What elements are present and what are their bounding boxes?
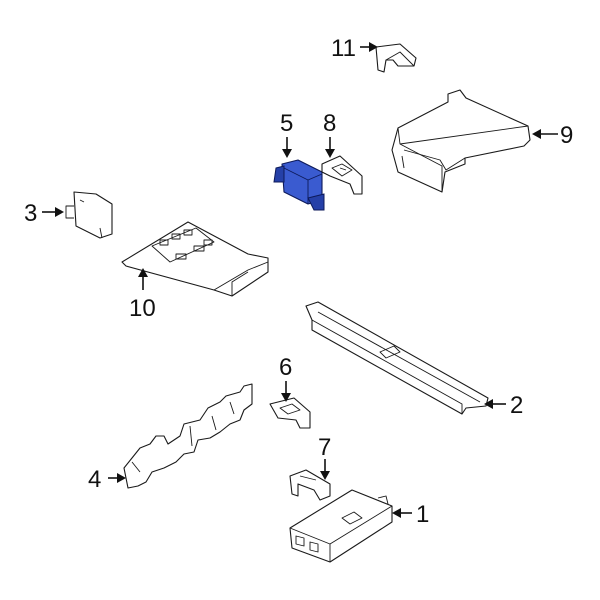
callout-1[interactable]: 1 xyxy=(416,501,429,528)
leader-lines xyxy=(42,42,558,518)
part-10[interactable] xyxy=(121,221,269,297)
part-5[interactable] xyxy=(273,159,325,211)
part-7[interactable] xyxy=(289,469,331,501)
part-1[interactable] xyxy=(289,489,393,563)
part-8[interactable] xyxy=(321,155,363,195)
callout-labels: 11 9 5 8 3 10 2 6 4 7 1 xyxy=(24,35,573,528)
callout-2[interactable]: 2 xyxy=(510,392,523,419)
part-11[interactable] xyxy=(375,43,417,73)
callout-11[interactable]: 11 xyxy=(331,35,356,62)
callout-9[interactable]: 9 xyxy=(560,122,573,149)
part-2[interactable] xyxy=(305,301,489,415)
callout-10[interactable]: 10 xyxy=(129,295,156,322)
callout-3[interactable]: 3 xyxy=(24,200,37,227)
part-6[interactable] xyxy=(269,397,311,429)
part-3[interactable] xyxy=(65,191,113,239)
callout-6[interactable]: 6 xyxy=(279,354,292,381)
callout-8[interactable]: 8 xyxy=(323,110,336,137)
callout-4[interactable]: 4 xyxy=(88,466,101,493)
part-9[interactable] xyxy=(391,89,531,193)
callout-7[interactable]: 7 xyxy=(318,434,331,461)
part-4[interactable] xyxy=(123,383,253,489)
callout-5[interactable]: 5 xyxy=(280,110,293,137)
